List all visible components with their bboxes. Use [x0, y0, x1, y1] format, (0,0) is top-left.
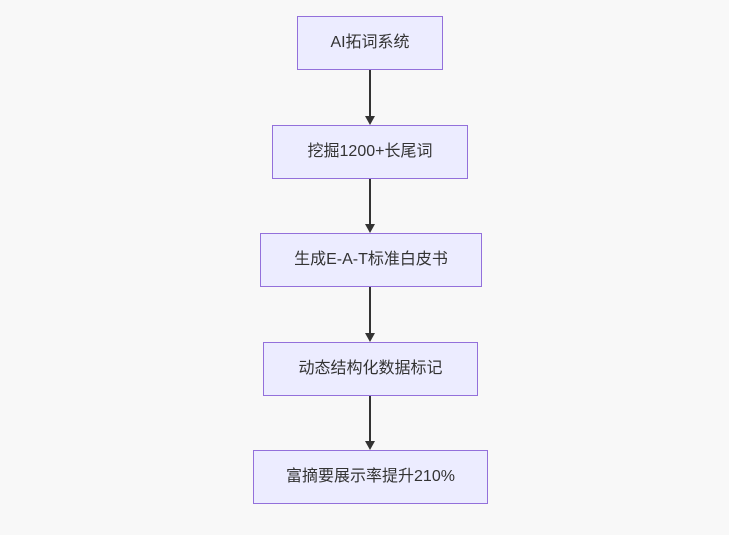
arrow-down-icon — [365, 116, 375, 125]
flow-node-label: AI拓词系统 — [330, 34, 410, 51]
flow-node-structured-data-markup: 动态结构化数据标记 — [263, 342, 478, 396]
flow-edge-4 — [365, 396, 375, 450]
arrow-down-icon — [365, 224, 375, 233]
flow-node-ai-word-expansion: AI拓词系统 — [297, 16, 443, 70]
flow-node-rich-snippet-result: 富摘要展示率提升210% — [253, 450, 488, 504]
flow-edge-2 — [365, 179, 375, 233]
flow-edge-3 — [365, 287, 375, 342]
flow-node-eat-whitepaper: 生成E-A-T标准白皮书 — [260, 233, 482, 287]
arrow-down-icon — [365, 333, 375, 342]
flow-node-label: 生成E-A-T标准白皮书 — [294, 251, 448, 268]
flow-edge-1 — [365, 70, 375, 125]
flow-node-label: 动态结构化数据标记 — [298, 360, 443, 377]
flow-node-longtail-mining: 挖掘1200+长尾词 — [272, 125, 468, 179]
flow-node-label: 富摘要展示率提升210% — [286, 468, 455, 485]
flow-node-label: 挖掘1200+长尾词 — [307, 143, 433, 160]
arrow-down-icon — [365, 441, 375, 450]
